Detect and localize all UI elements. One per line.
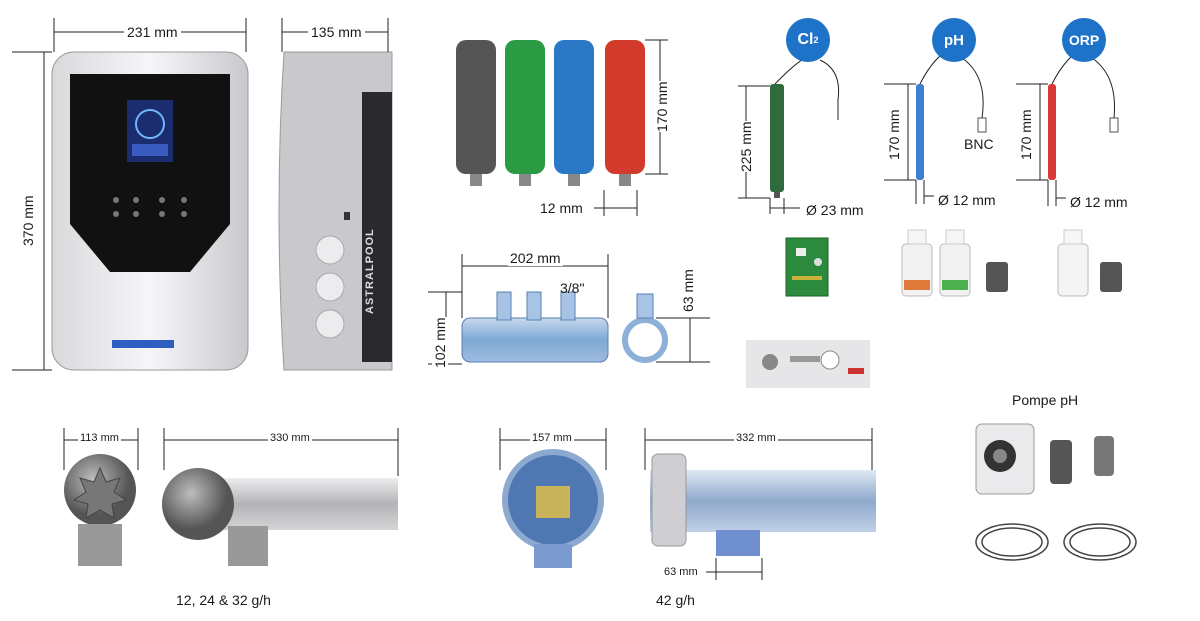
- bubble-cl-sub: 2: [813, 35, 819, 45]
- probe-orp: [1048, 45, 1119, 180]
- bubble-cl-text: Cl: [797, 31, 814, 48]
- probe-holder-2: [1100, 262, 1122, 292]
- cell-blue: [554, 40, 594, 186]
- bubble-ph-text: pH: [944, 31, 964, 49]
- controller-side: ASTRALPOOL: [278, 51, 393, 371]
- pump-filter-image: [1050, 440, 1072, 484]
- buffer-bottle-2: [939, 229, 971, 297]
- manifold-thread-label: 3/8": [560, 280, 585, 296]
- pump-valve-image: [1094, 436, 1114, 476]
- cell-base-label: 12 mm: [540, 200, 583, 216]
- cell-large-caption: 42 g/h: [656, 592, 695, 608]
- cell-red: [605, 40, 645, 186]
- bubble-ph: pH: [932, 18, 976, 62]
- circuit-board-image: [785, 237, 829, 297]
- cell-small-diameter-label: 113 mm: [78, 432, 121, 444]
- controller-side-drawing: [278, 51, 393, 371]
- cell-gray: [456, 40, 496, 186]
- controller-width-label: 231 mm: [124, 24, 181, 40]
- pump-tubing-image: [975, 523, 1137, 561]
- cell-large-length-label: 332 mm: [734, 432, 778, 444]
- cell-green: [505, 40, 545, 186]
- controller-front-drawing: [51, 51, 249, 371]
- probe-cl-diameter-label: Ø 23 mm: [806, 202, 864, 218]
- manifold-length-label: 202 mm: [508, 250, 563, 266]
- buffer-bottle-1: [901, 229, 933, 297]
- probe-ph-diameter-label: Ø 12 mm: [938, 192, 996, 208]
- pump-caption: Pompe pH: [1012, 392, 1079, 408]
- injection-kit-image: [746, 340, 870, 388]
- bubble-orp: ORP: [1062, 18, 1106, 62]
- probe-holder-1: [986, 262, 1008, 292]
- pump-body-image: [975, 423, 1035, 495]
- cell-small-length-label: 330 mm: [268, 432, 312, 444]
- cell-large-pipe-label: 63 mm: [664, 566, 698, 578]
- probe-ph: [916, 45, 987, 180]
- probe-orp-diameter-label: Ø 12 mm: [1070, 194, 1128, 210]
- buffer-bottle-3: [1057, 229, 1089, 297]
- cell-small-caption: 12, 24 & 32 g/h: [176, 592, 271, 608]
- bnc-label: BNC: [964, 136, 994, 152]
- cell-large-diameter-label: 157 mm: [530, 432, 574, 444]
- controller-front: [51, 51, 249, 371]
- bubble-orp-text: ORP: [1068, 32, 1100, 48]
- controller-depth-label: 135 mm: [308, 24, 365, 40]
